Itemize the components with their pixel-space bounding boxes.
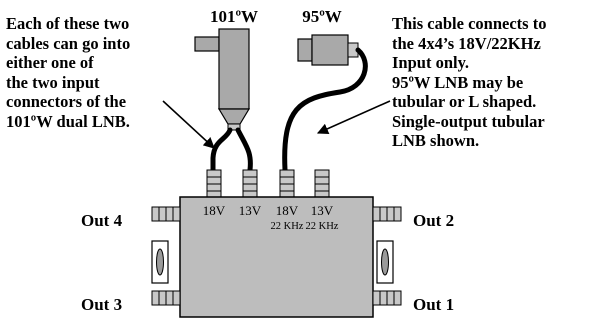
dual-lnb-cable-note: Each of these two cables can go into eit… xyxy=(6,14,130,131)
output-connectors xyxy=(151,206,402,306)
out-3-label: Out 3 xyxy=(81,295,122,314)
out-1-connector xyxy=(372,290,402,306)
single-lnb-label: 95ºW xyxy=(302,7,342,26)
mounting-slot-left xyxy=(151,240,169,284)
input-labels: 18V 13V 18V 22 KHz 13V 22 KHz xyxy=(203,203,339,232)
right-note-line: This cable connects to xyxy=(392,14,547,33)
input-connector xyxy=(279,169,295,199)
single-lnb-cable xyxy=(282,47,368,173)
left-note-line: connectors of the xyxy=(6,92,127,111)
input-voltage-label: 13V xyxy=(311,203,334,218)
right-arrow xyxy=(316,100,391,135)
left-note-line: either one of xyxy=(6,53,94,72)
multiswitch-box xyxy=(179,196,374,318)
dual-lnb-label: 101ºW xyxy=(210,7,258,26)
left-note-line: 101ºW dual LNB. xyxy=(6,111,130,131)
input-connector xyxy=(242,169,258,199)
input-connector xyxy=(314,169,330,199)
left-note-line: Each of these two xyxy=(6,14,130,33)
out-1-label: Out 1 xyxy=(413,295,454,314)
right-note-line: Input only. xyxy=(392,53,470,72)
out-3-connector xyxy=(151,290,181,306)
dual-lnb-cable-a xyxy=(210,127,233,173)
out-2-label: Out 2 xyxy=(413,211,454,230)
single-lnb-cable-note: This cable connects to the 4x4’s 18V/22K… xyxy=(392,14,546,151)
input-connectors xyxy=(206,169,330,199)
left-note-line: the two input xyxy=(6,72,100,92)
mounting-slot-right xyxy=(376,240,394,284)
right-note-line: tubular or L shaped. xyxy=(392,92,537,111)
dual-lnb: 101ºW xyxy=(194,7,258,131)
right-note-line: Single-output tubular xyxy=(392,111,545,131)
dual-lnb-cable-b xyxy=(235,127,253,173)
out-2-connector xyxy=(372,206,402,222)
input-connector xyxy=(206,169,222,199)
input-tone-label: 22 KHz xyxy=(271,221,304,232)
input-voltage-label: 18V xyxy=(203,203,226,218)
input-voltage-label: 18V xyxy=(276,203,299,218)
right-note-line: 95ºW LNB may be xyxy=(392,72,524,92)
right-note-line: LNB shown. xyxy=(392,131,480,150)
out-4-label: Out 4 xyxy=(81,211,123,230)
right-note-line: the 4x4’s 18V/22KHz xyxy=(392,33,541,53)
cables xyxy=(210,47,368,173)
left-note-line: cables can go into xyxy=(6,33,131,53)
input-tone-label: 22 KHz xyxy=(306,221,339,232)
single-lnb: 95ºW xyxy=(297,7,359,66)
input-voltage-label: 13V xyxy=(239,203,262,218)
left-arrow xyxy=(162,100,215,149)
out-4-connector xyxy=(151,206,181,222)
